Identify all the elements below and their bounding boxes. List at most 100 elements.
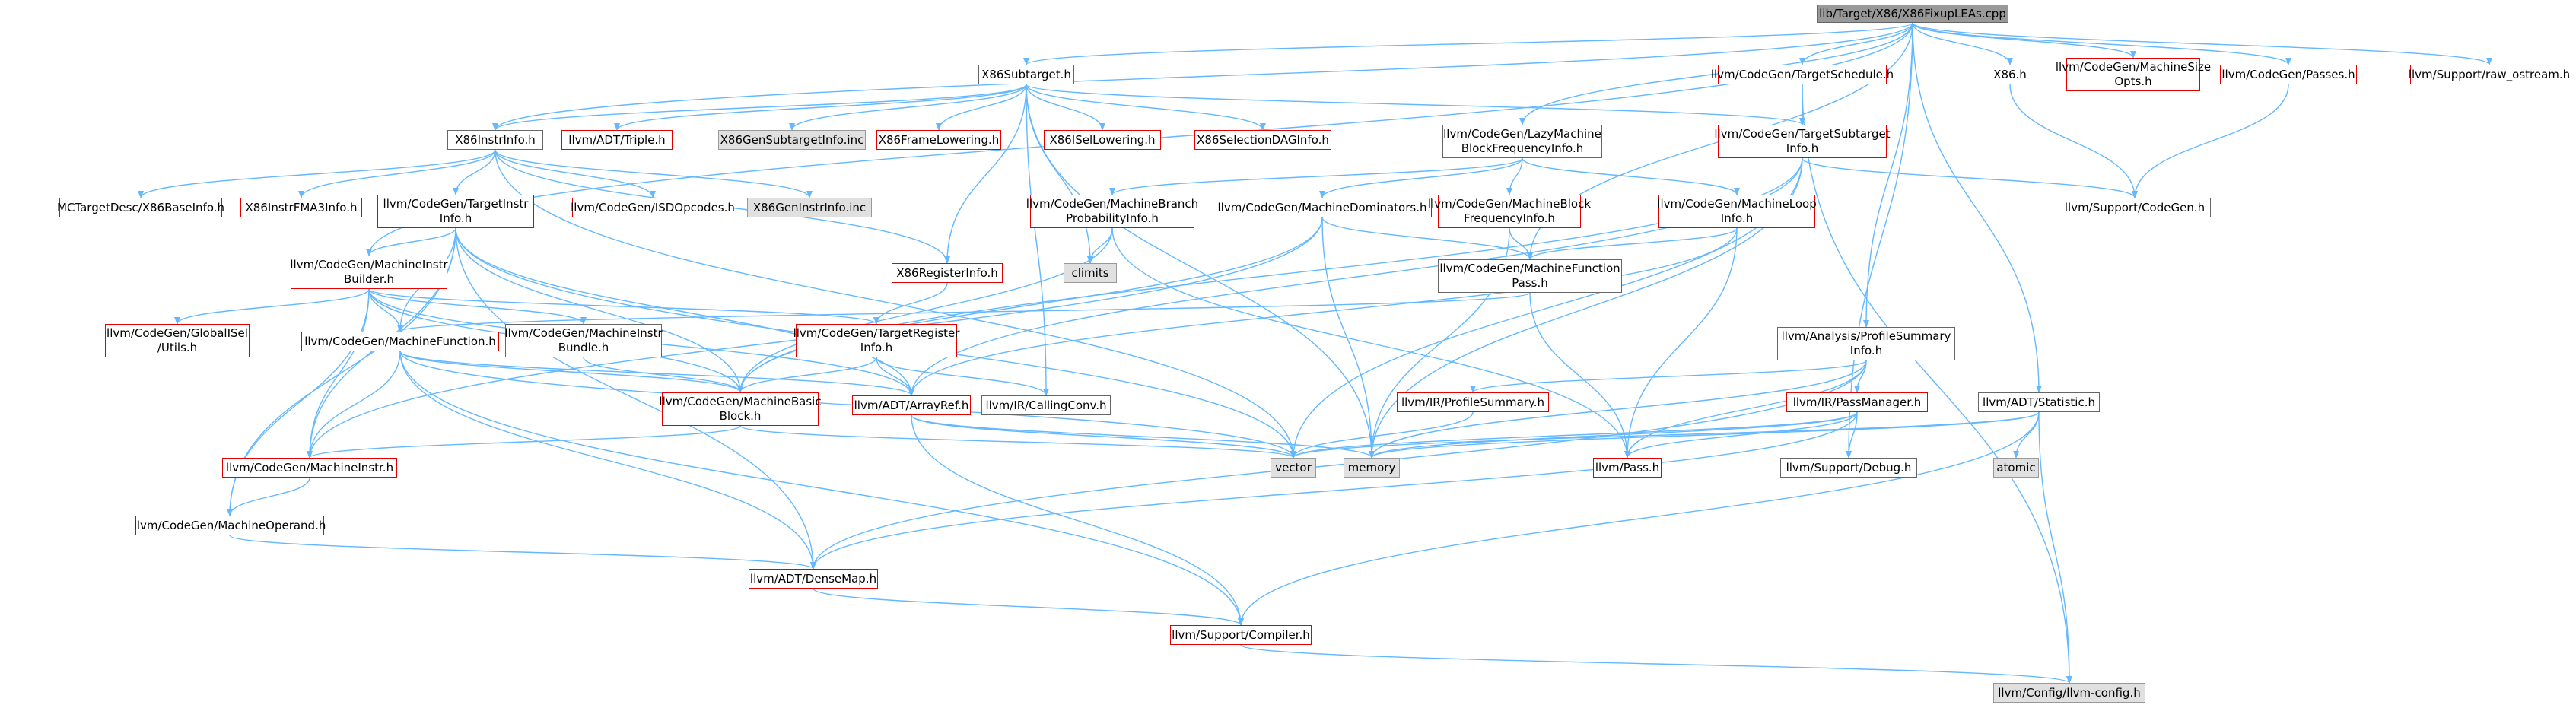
node-label: X86SelectionDAGInfo.h <box>1197 132 1329 147</box>
edge-machinefunction-to-arrayref <box>399 351 914 396</box>
node-isdopcodes[interactable]: llvm/CodeGen/ISDOpcodes.h <box>571 198 735 217</box>
node-triple[interactable]: llvm/ADT/Triple.h <box>561 130 673 150</box>
node-label: vector <box>1275 460 1312 475</box>
node-passes[interactable]: llvm/CodeGen/Passes.h <box>2220 65 2357 84</box>
node-machinedominators[interactable]: llvm/CodeGen/MachineDominators.h <box>1213 198 1432 217</box>
edge-passmanager-to-vector <box>1290 411 1858 459</box>
node-label: llvm/CodeGen/Passes.h <box>2221 67 2355 81</box>
node-memory[interactable]: memory <box>1344 458 1400 478</box>
edge-x86subtarget-to-x86framelowering <box>936 84 1027 131</box>
edge-profilesummaryinfo-to-irprofilesummary <box>1470 360 1867 393</box>
node-label: FrequencyInfo.h <box>1464 211 1555 225</box>
node-statistic[interactable]: llvm/ADT/Statistic.h <box>1978 392 2100 412</box>
node-x86framelowering[interactable]: X86FrameLowering.h <box>876 130 1001 150</box>
node-atomic[interactable]: atomic <box>1993 458 2039 478</box>
node-x86instrinfo[interactable]: X86InstrInfo.h <box>447 130 543 150</box>
node-x86h[interactable]: X86.h <box>1989 65 2031 84</box>
edge-profilesummaryinfo-to-densemap <box>810 360 1867 570</box>
edge-densemap-to-compiler <box>813 588 1244 626</box>
edge-root-to-x86instrinfo <box>492 22 1913 131</box>
node-label: X86InstrInfo.h <box>455 132 536 147</box>
node-label: llvm/IR/PassManager.h <box>1792 395 1922 409</box>
node-machineoperand[interactable]: llvm/CodeGen/MachineOperand.h <box>133 516 326 535</box>
edge-machineloopinfo-to-pass <box>1624 227 1738 459</box>
node-compiler[interactable]: llvm/Support/Compiler.h <box>1170 625 1312 645</box>
node-label: X86GenInstrInfo.inc <box>752 200 867 214</box>
node-callingconv[interactable]: llvm/IR/CallingConv.h <box>981 395 1111 415</box>
edge-arrayref-to-memory <box>911 414 1375 459</box>
node-label: llvm/IR/ProfileSummary.h <box>1401 395 1545 409</box>
edge-machineloopinfo-to-arrayref <box>908 227 1738 396</box>
edge-targetregisterinfo-to-callingconv <box>876 357 1049 396</box>
edge-lazymbfi-to-machinedominators <box>1319 157 1523 198</box>
node-climits[interactable]: climits <box>1064 263 1117 283</box>
node-label: llvm/CodeGen/TargetRegister <box>793 326 960 340</box>
node-supportdebug[interactable]: llvm/Support/Debug.h <box>1780 458 1917 478</box>
node-label: llvm/IR/CallingConv.h <box>985 398 1107 412</box>
node-label: llvm/Config/llvm-config.h <box>1998 685 2141 700</box>
node-machineinstr[interactable]: llvm/CodeGen/MachineInstr.h <box>222 458 397 478</box>
node-label: llvm/Support/CodeGen.h <box>2064 200 2206 214</box>
node-x86registerinfo[interactable]: X86RegisterInfo.h <box>892 263 1003 283</box>
edge-x86subtarget-to-x86instrinfo <box>492 84 1027 131</box>
node-label: BlockFrequencyInfo.h <box>1461 141 1584 155</box>
node-label: llvm/CodeGen/MachineInstr <box>504 326 663 340</box>
edge-mibuilder-to-mibundle <box>368 288 587 325</box>
edge-targetregisterinfo-to-machinebasicblock <box>737 357 877 393</box>
node-arrayref[interactable]: llvm/ADT/ArrayRef.h <box>852 395 971 415</box>
node-x86isellowering[interactable]: X86ISelLowering.h <box>1044 130 1161 150</box>
node-globalisel[interactable]: llvm/CodeGen/GlobalISel/Utils.h <box>105 324 250 357</box>
node-mctargetdesc[interactable]: MCTargetDesc/X86BaseInfo.h <box>57 198 225 217</box>
node-llvmconfig[interactable]: llvm/Config/llvm-config.h <box>1993 683 2145 703</box>
edge-targetsubtargetinfo-to-arrayref <box>908 157 1803 396</box>
node-irprofilesummary[interactable]: llvm/IR/ProfileSummary.h <box>1397 392 1549 412</box>
node-x86geninstrinfo[interactable]: X86GenInstrInfo.inc <box>747 198 872 217</box>
node-passmanager[interactable]: llvm/IR/PassManager.h <box>1786 392 1928 412</box>
node-label: llvm/ADT/Triple.h <box>568 132 666 147</box>
node-pass[interactable]: llvm/Pass.h <box>1593 458 1662 478</box>
node-rawostream[interactable]: llvm/Support/raw_ostream.h <box>2409 65 2570 84</box>
edge-x86subtarget-to-x86isellowering <box>1026 84 1105 131</box>
node-label: X86ISelLowering.h <box>1049 132 1156 147</box>
node-machinefunction[interactable]: llvm/CodeGen/MachineFunction.h <box>301 332 499 351</box>
edge-machinedominators-to-memory <box>1321 217 1375 459</box>
node-label: llvm/CodeGen/MachineFunction.h <box>304 334 496 348</box>
edge-machinedominators-to-machinefunctionpass <box>1321 217 1533 260</box>
node-x86subtarget[interactable]: X86Subtarget.h <box>978 65 1074 84</box>
node-label: llvm/CodeGen/MachineSize <box>2055 60 2212 74</box>
node-densemap[interactable]: llvm/ADT/DenseMap.h <box>749 569 878 589</box>
node-root[interactable]: lib/Target/X86/X86FixupLEAs.cpp <box>1817 5 2008 23</box>
node-label: llvm/Analysis/ProfileSummary <box>1781 329 1951 343</box>
node-x86selectiondaginfo[interactable]: X86SelectionDAGInfo.h <box>1194 130 1331 150</box>
node-vector[interactable]: vector <box>1271 458 1316 478</box>
node-label: Builder.h <box>344 272 394 286</box>
node-label: Bundle.h <box>558 341 609 354</box>
edge-targetinstrinfo-to-mibuilder <box>366 227 456 256</box>
edge-machineloopinfo-to-machinefunctionpass <box>1527 227 1738 260</box>
node-label: MCTargetDesc/X86BaseInfo.h <box>57 200 225 214</box>
node-x86instrfma3[interactable]: X86InstrFMA3Info.h <box>240 198 362 217</box>
edge-mbpi-to-pass <box>1111 227 1630 459</box>
node-supportcodegen[interactable]: llvm/Support/CodeGen.h <box>2059 198 2211 217</box>
edge-passmanager-to-supportdebug <box>1846 411 1858 459</box>
node-label: Opts.h <box>2114 75 2152 88</box>
node-label: memory <box>1347 460 1396 475</box>
node-label: llvm/CodeGen/MachineOperand.h <box>133 518 326 532</box>
node-targetschedule[interactable]: llvm/CodeGen/TargetSchedule.h <box>1711 65 1894 84</box>
node-x86gensubtargetinfo[interactable]: X86GenSubtargetInfo.inc <box>718 130 866 150</box>
edge-targetschedule-to-llvmconfig <box>1802 84 2072 684</box>
